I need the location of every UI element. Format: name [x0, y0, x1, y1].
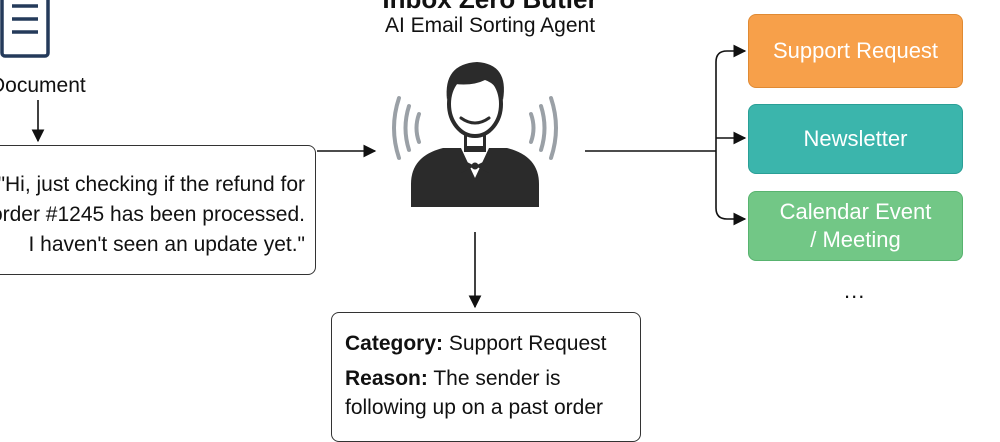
category-label: Calendar Event — [779, 199, 932, 224]
email-line: order #1245 has been processed. — [0, 203, 305, 226]
arrow-branch-calendar — [715, 151, 747, 226]
category-label: Support Request — [772, 38, 939, 63]
more-categories-ellipsis: ... — [844, 278, 866, 303]
classification-result-box: Category: Support Request Reason: The se… — [331, 312, 641, 442]
reason-value: The sender is — [427, 367, 561, 390]
email-message-box: "Hi, just checking if the refund for ord… — [0, 145, 316, 275]
sound-waves-icon — [392, 96, 558, 160]
email-line: "Hi, just checking if the refund for — [0, 173, 305, 196]
connector-arrows — [31, 44, 747, 309]
category-support-request: Support Request — [748, 14, 963, 88]
diagram-subtitle: AI Email Sorting Agent — [384, 14, 596, 37]
reason-key: Reason: — [345, 367, 428, 390]
document-icon — [0, 0, 50, 58]
category-label: Newsletter — [803, 126, 908, 151]
category-newsletter: Newsletter — [748, 104, 963, 174]
diagram-title: Inbox Zero Butler — [300, 0, 680, 15]
arrow-branch-support — [715, 44, 747, 151]
email-line: I haven't seen an update yet." — [28, 233, 306, 256]
reason-continuation: following up on a past order — [345, 396, 603, 419]
document-label: Document — [0, 74, 86, 97]
butler-icon — [392, 62, 558, 207]
category-calendar-event: Calendar Event / Meeting — [748, 191, 963, 261]
category-label: / Meeting — [810, 227, 901, 252]
category-key: Category: — [345, 332, 444, 355]
category-value: Support Request — [443, 332, 607, 355]
